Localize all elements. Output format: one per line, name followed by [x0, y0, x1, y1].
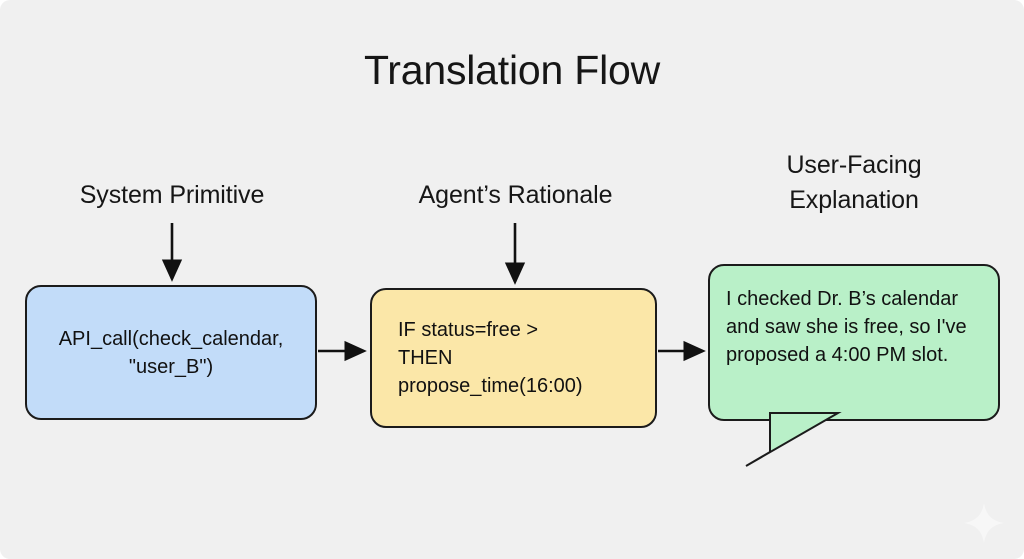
node-agents-rationale-label: IF status=free > THEN propose_time(16:00… [398, 319, 583, 397]
speech-bubble-body [708, 264, 1000, 421]
sparkle-icon [964, 503, 1004, 543]
speech-bubble-tail [745, 412, 842, 467]
node-user-facing-explanation-label: I checked Dr. B’s calendar and saw she i… [726, 288, 967, 366]
node-system-primitive-label: API_call(check_calendar, "user_B") [58, 327, 284, 378]
caption-agents-rationale: Agent’s Rationale [418, 181, 613, 209]
node-user-facing-explanation[interactable]: I checked Dr. B’s calendar and saw she i… [708, 264, 1000, 467]
node-system-primitive[interactable]: API_call(check_calendar, "user_B") [25, 285, 317, 420]
page-title: Translation Flow [363, 47, 661, 93]
caption-user-facing-explanation: User-Facing Explanation [786, 151, 922, 214]
caption-system-primitive: System Primitive [79, 181, 265, 209]
node-agents-rationale[interactable]: IF status=free > THEN propose_time(16:00… [370, 288, 657, 428]
